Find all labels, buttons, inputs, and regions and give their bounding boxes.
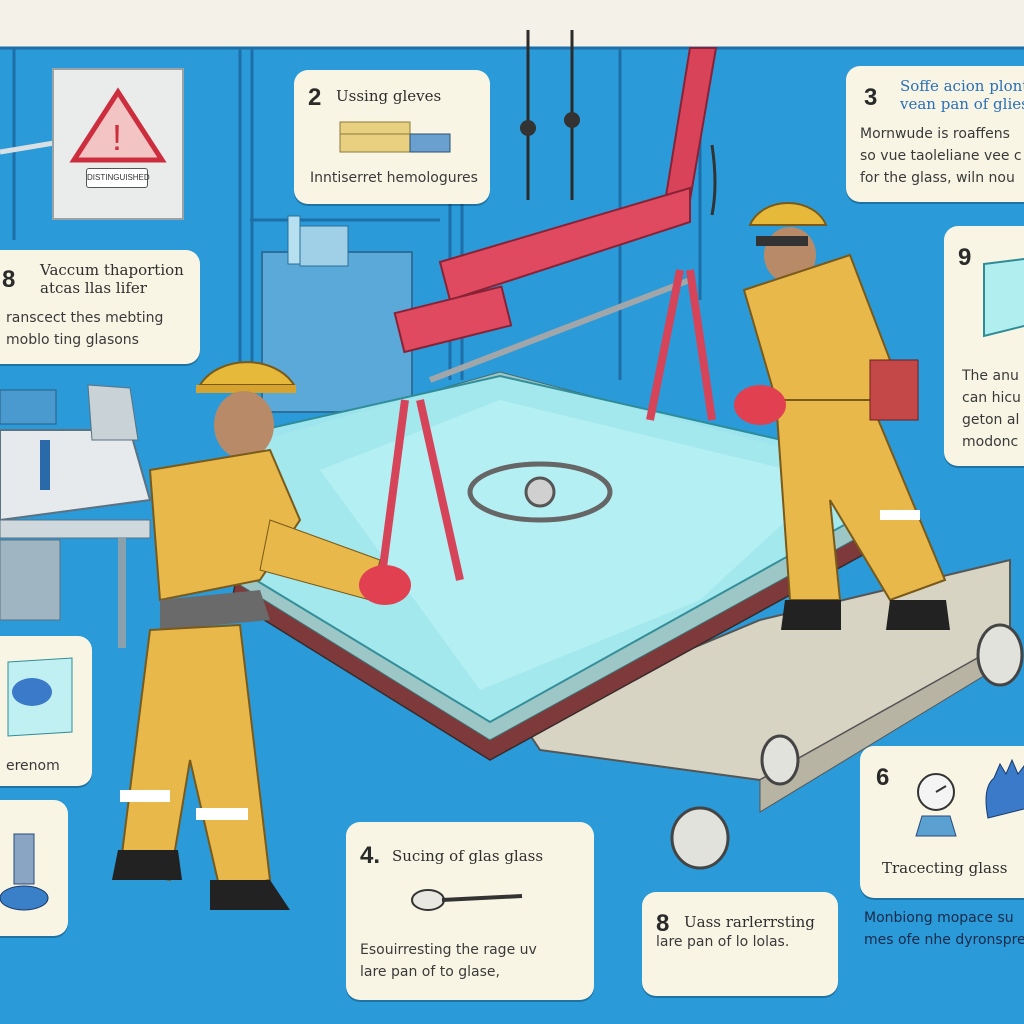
callout-body-line: lare pan of lo lolas. (656, 934, 790, 950)
callout-title-line: Soffe acion plont (900, 77, 1024, 95)
glass-pane-icon (983, 257, 1024, 338)
svg-text:!: ! (112, 117, 122, 158)
warning-sign: ! (52, 68, 184, 220)
callout-number: 2 (308, 84, 322, 111)
callout-left-image: erenom (0, 636, 92, 786)
callout-handling-panes: 8 Uass rarlerrsting lare pan of lo lolas… (642, 892, 838, 996)
transport-cart (518, 558, 1024, 870)
callout-body-line: modonc (962, 434, 1019, 450)
callout-title: Sucing of glas glass (392, 847, 544, 865)
callout-number: 4. (360, 842, 381, 869)
hoist-arm (393, 30, 718, 383)
callout-safe-action: 3 Soffe acion plont vean pan of glies Mo… (846, 66, 1024, 202)
callout-body-line: ranscect thes mebting (6, 310, 164, 326)
callout-number: 6 (876, 764, 890, 791)
callout-body-line: erenom (6, 758, 60, 774)
worker-left (112, 361, 411, 910)
callout-number: 9 (958, 244, 972, 271)
callout-step-nine: 9 The anu can hicu geton al modonc (944, 226, 1024, 466)
wall-pipe (0, 139, 61, 155)
suction-cup-icon (0, 833, 49, 911)
callout-body-line: for the glass, wiln nou (860, 170, 1015, 186)
glove-icon (985, 758, 1024, 819)
lifting-tool-icon (411, 889, 523, 911)
callout-body-line: Mornwude is roaffens (860, 126, 1010, 142)
callout-body-line: moblo ting glasons (6, 332, 139, 348)
top-band (0, 0, 1024, 48)
callout-number: 3 (864, 84, 878, 111)
building-icon (339, 121, 451, 153)
callout-title-line: Vaccum thaportion (40, 261, 184, 279)
callout-using-gloves: 2 Ussing gleves Inntiserret hemologures (294, 70, 490, 204)
callout-title: Tracecting glass (882, 859, 1008, 877)
callout-number: 8 (2, 266, 16, 293)
callout-title-line: atcas llas lifer (40, 279, 147, 297)
protecting-glass-caption-line: Monbiong mopace su (864, 910, 1014, 926)
callout-title: Ussing gleves (336, 87, 442, 105)
callout-body-line: geton al (962, 412, 1020, 428)
callout-body-line: Esouirresting the rage uv (360, 942, 537, 958)
lifting-straps (376, 269, 716, 591)
office-desk (0, 384, 152, 648)
pressure-gauge-icon (915, 773, 957, 837)
protecting-glass-caption-line: mes ofe nhe dyronspre (864, 932, 1024, 948)
warning-sign-label: DISTINGUISHED (86, 168, 150, 188)
callout-number: 8 (656, 910, 670, 937)
callout-protecting-glass: 6 Tracecting glass (860, 746, 1024, 898)
callout-suction-of-glass: 4. Sucing of glas glass Esouirresting th… (346, 822, 594, 1000)
callout-title-line: vean pan of glies (900, 95, 1024, 113)
callout-body-line: Inntiserret hemologures (310, 170, 478, 186)
worker-right (734, 201, 950, 630)
callout-body-line: The anu (962, 368, 1019, 384)
callout-body-line: can hicu (962, 390, 1021, 406)
callout-suction-cup (0, 800, 68, 936)
callout-title: Uass rarlerrsting (684, 913, 815, 931)
callout-vacuum-lifter: 8 Vaccum thaportion atcas llas lifer ran… (0, 250, 200, 364)
callout-body-line: so vue taoleliane vee c (860, 148, 1022, 164)
callout-body-line: lare pan of to glase, (360, 964, 500, 980)
warning-triangle-icon: ! (69, 87, 167, 163)
glove-on-glass-icon (7, 657, 73, 737)
